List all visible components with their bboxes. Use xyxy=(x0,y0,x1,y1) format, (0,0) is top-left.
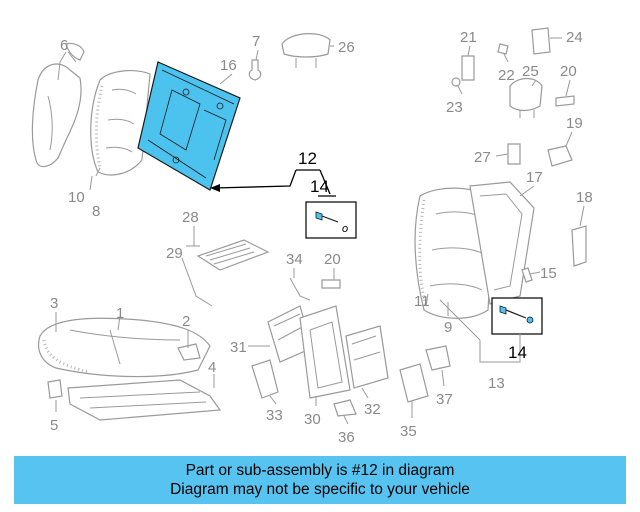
part-29-cushion-panel xyxy=(196,239,270,271)
part-18-bracket xyxy=(571,225,587,267)
part-2-bracket xyxy=(177,343,201,361)
callout-1: 1 xyxy=(116,305,124,322)
part-8-seatback-cover xyxy=(90,70,151,176)
callout-14-upper: 14 xyxy=(310,177,329,196)
part-25-headrest-right xyxy=(509,77,543,118)
callout-5: 5 xyxy=(50,417,58,434)
part-22-screw xyxy=(497,43,509,55)
callout-21: 21 xyxy=(460,29,477,46)
part-19-latch xyxy=(547,145,573,167)
callout-labels: 1 2 3 4 5 6 7 8 9 10 11 12 13 14 14 15 1… xyxy=(50,29,593,446)
callout-27: 27 xyxy=(474,149,491,166)
callout-14-lower: 14 xyxy=(508,343,527,362)
callout-37: 37 xyxy=(436,391,453,408)
part-23-washer xyxy=(451,77,461,87)
callout-17: 17 xyxy=(526,169,543,186)
callout-23: 23 xyxy=(446,99,463,116)
seatback-panel-highlight xyxy=(137,61,241,191)
part-26-headrest xyxy=(281,33,331,68)
callout-35: 35 xyxy=(400,423,417,440)
part-24-cover xyxy=(531,27,551,55)
part-36-bracket xyxy=(333,399,357,417)
callout-28: 28 xyxy=(182,209,199,226)
callout-12-leader xyxy=(210,169,336,197)
callout-13: 13 xyxy=(488,375,505,392)
callout-7: 7 xyxy=(252,33,260,50)
svg-text:o: o xyxy=(342,223,348,235)
callout-31: 31 xyxy=(230,339,247,356)
callout-15: 15 xyxy=(540,265,557,282)
callout-12: 12 xyxy=(298,149,317,168)
callout-33: 33 xyxy=(266,407,283,424)
part-35-bracket xyxy=(399,363,429,403)
part-20-bolt-lower xyxy=(321,279,341,289)
callout-10: 10 xyxy=(68,189,85,206)
callout-24: 24 xyxy=(566,29,583,46)
part-7-pin xyxy=(248,59,262,81)
callout-36: 36 xyxy=(338,429,355,446)
callout-16: 16 xyxy=(220,57,237,74)
part-5-clip xyxy=(47,379,63,399)
callout-25: 25 xyxy=(522,63,539,80)
banner-line-1: Part or sub-assembly is #12 in diagram xyxy=(185,462,455,479)
info-banner: Part or sub-assembly is #12 in diagram D… xyxy=(14,456,626,504)
part-6-side-trim xyxy=(31,42,85,168)
callout-22: 22 xyxy=(498,67,515,84)
part-15-pin xyxy=(521,267,533,283)
callout-4: 4 xyxy=(208,359,216,376)
part-32-side-frame xyxy=(345,325,389,389)
part-14-bolt-box-upper: o xyxy=(305,201,357,239)
banner-line-2: Diagram may not be specific to your vehi… xyxy=(170,481,470,498)
callout-6: 6 xyxy=(60,37,68,54)
part-37-bracket xyxy=(425,345,451,371)
part-9-seatback-right xyxy=(414,187,495,319)
part-17-frame-right xyxy=(469,181,535,305)
part-4-seat-frame xyxy=(67,379,222,421)
part-21-clip xyxy=(461,55,475,81)
part-33-lower-trim xyxy=(251,359,279,399)
part-12-seatback-panel xyxy=(137,61,241,191)
callout-26: 26 xyxy=(338,39,355,56)
callout-18: 18 xyxy=(576,189,593,206)
part-34-wire xyxy=(289,277,311,301)
callout-9: 9 xyxy=(444,319,452,336)
part-30-back-frame xyxy=(299,305,351,399)
callout-32: 32 xyxy=(364,401,381,418)
callout-30: 30 xyxy=(304,411,321,428)
callout-34: 34 xyxy=(286,251,303,268)
callout-29: 29 xyxy=(166,245,183,262)
callout-20-upper: 20 xyxy=(560,63,577,80)
callout-8: 8 xyxy=(92,203,100,220)
callout-2: 2 xyxy=(182,313,190,330)
part-14-bolt-box-lower xyxy=(491,297,543,335)
callout-11: 11 xyxy=(414,293,430,310)
part-27-guide xyxy=(507,143,521,165)
callout-19: 19 xyxy=(566,115,583,132)
part-20-bolt-upper xyxy=(555,95,575,107)
callout-20-lower: 20 xyxy=(324,251,341,268)
leader-lines xyxy=(55,37,585,425)
callout-3: 3 xyxy=(50,295,58,312)
part-1-seat-cushion xyxy=(37,317,211,378)
